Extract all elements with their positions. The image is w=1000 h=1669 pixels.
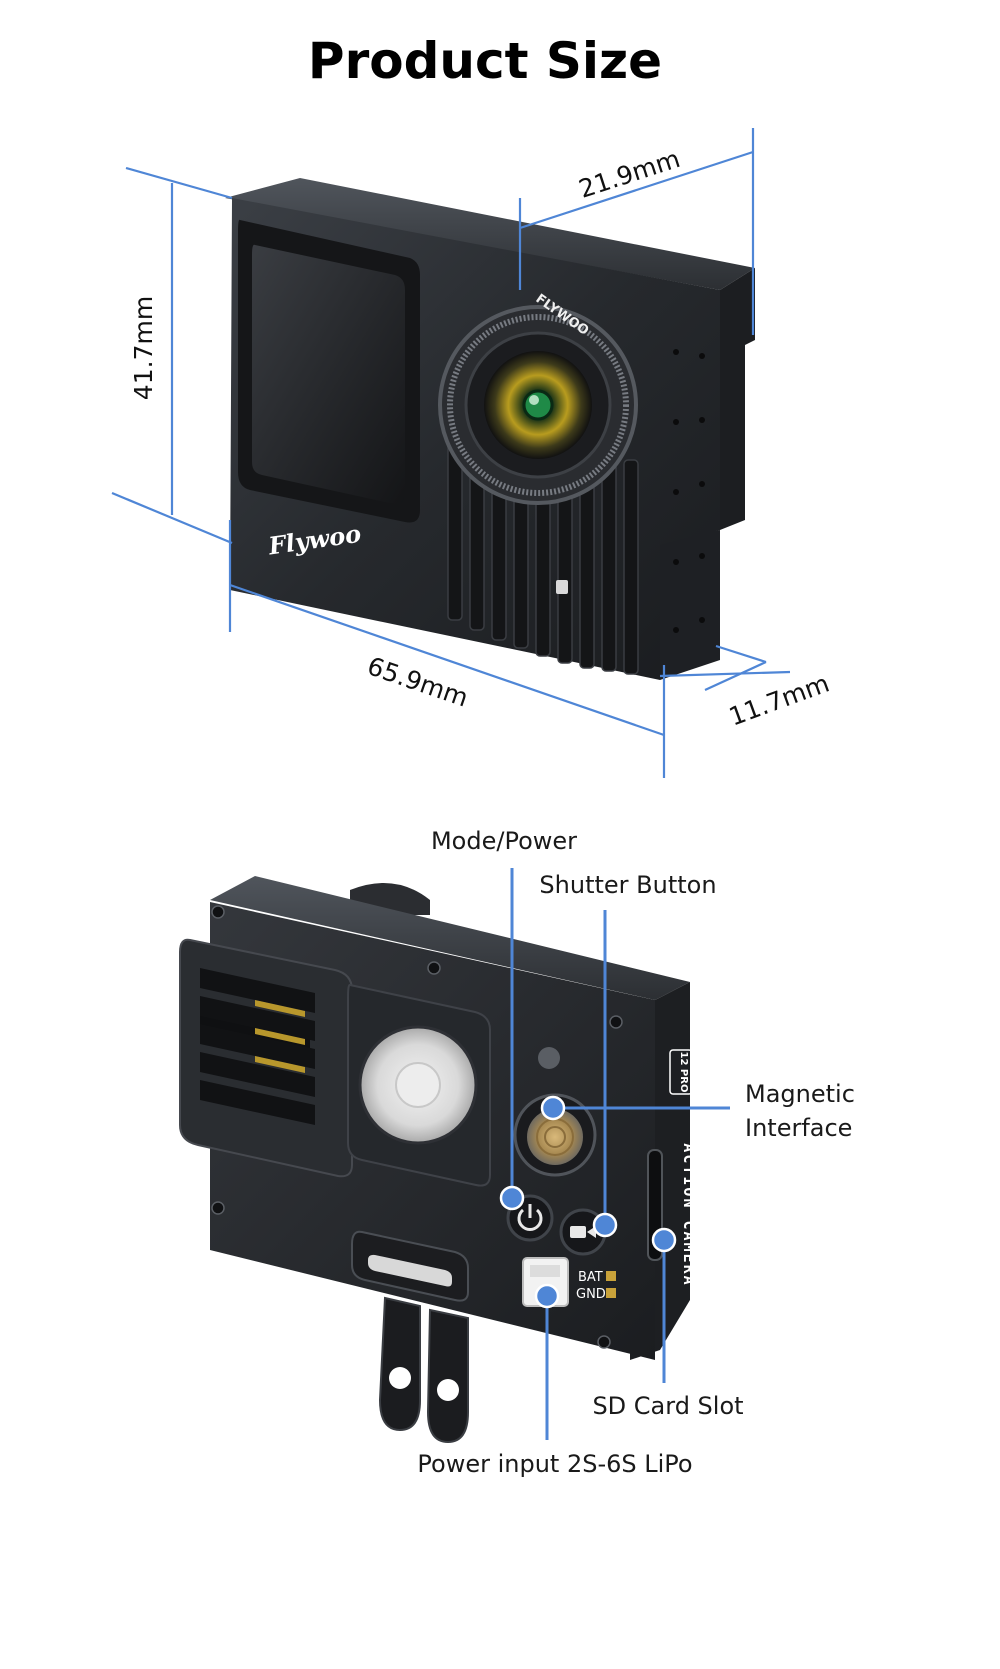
callout-power-input: Power input 2S-6S LiPo xyxy=(417,1450,692,1478)
dimension-height-label: 41.7mm xyxy=(129,296,158,400)
magnetic-contacts xyxy=(527,1109,583,1165)
camera-right-side xyxy=(720,268,755,530)
callout-magnetic-line1: Magnetic xyxy=(745,1080,855,1108)
display-screen xyxy=(252,244,405,505)
camera-lens: FLYWOO xyxy=(438,291,638,505)
callout-mode-power: Mode/Power xyxy=(431,827,577,855)
callout-magnetic-line2: Interface xyxy=(745,1114,852,1142)
mount-hole-right xyxy=(437,1379,459,1401)
callout-sd-card-slot: SD Card Slot xyxy=(592,1392,743,1420)
callout-shutter-button: Shutter Button xyxy=(539,871,716,899)
gnd-label: GND xyxy=(576,1287,606,1302)
callout-dots xyxy=(499,1095,677,1309)
back-top-face xyxy=(210,876,690,1000)
status-led xyxy=(538,1047,560,1069)
mount-bracket xyxy=(378,1296,469,1444)
heatsink-vent-bars xyxy=(200,968,315,1125)
callout-lines xyxy=(510,868,730,1440)
back-screws xyxy=(211,905,623,1349)
dimension-lines xyxy=(111,128,791,778)
back-camera: BAT GND ACTION CAMERA 12 PRO xyxy=(179,876,698,1444)
dimension-thickness-label: 11.7mm xyxy=(725,669,833,732)
power-icon xyxy=(517,1208,543,1231)
bat-label: BAT xyxy=(578,1270,603,1285)
camera-right-side-lower xyxy=(660,530,720,680)
page-title: Product Size xyxy=(308,32,662,90)
side-vent-dots xyxy=(673,349,705,633)
model-badge-frame xyxy=(669,1049,693,1095)
front-small-slot xyxy=(556,580,568,594)
dimension-depth-label: 21.9mm xyxy=(575,144,683,204)
side-product-text: ACTION CAMERA xyxy=(680,1143,698,1286)
front-camera: FLYWOO Flywoo xyxy=(225,178,755,680)
mount-hole-left xyxy=(389,1367,411,1389)
dimension-width-label: 65.9mm xyxy=(364,651,472,712)
fan-hub xyxy=(395,1062,441,1108)
model-badge: 12 PRO xyxy=(678,1052,689,1093)
camera-top-face xyxy=(225,178,755,290)
video-camera-icon xyxy=(570,1226,586,1238)
